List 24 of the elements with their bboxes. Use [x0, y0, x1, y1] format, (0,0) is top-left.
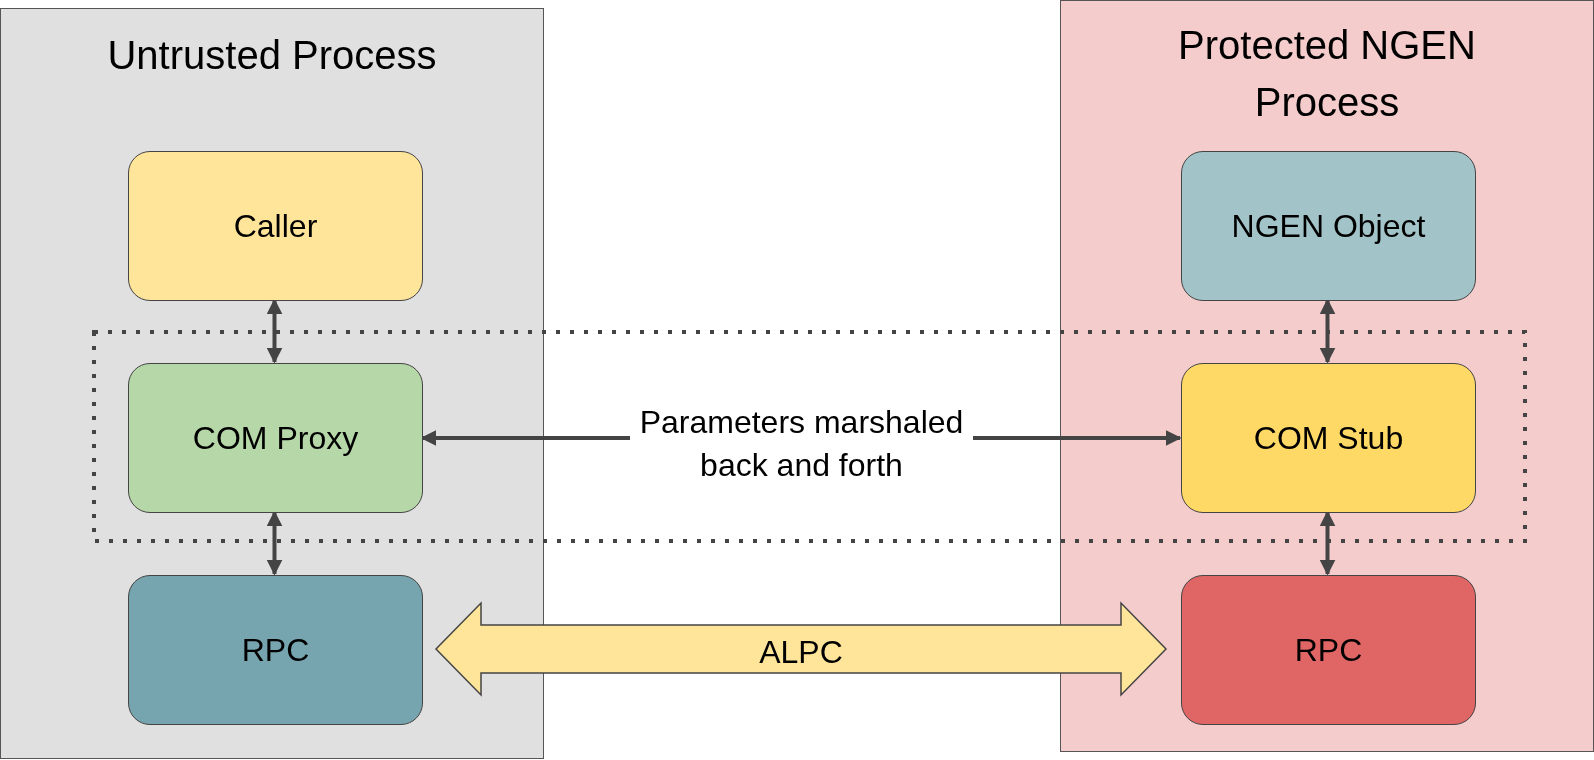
- arrow: [973, 430, 1182, 446]
- process-boundary: [0, 8, 544, 759]
- arrow: [1319, 298, 1336, 364]
- component-label: COM Stub: [1253, 419, 1404, 457]
- component-box: [1181, 363, 1476, 513]
- component-box: [1181, 151, 1476, 301]
- component-box: [128, 363, 423, 513]
- arrow: [266, 510, 283, 576]
- annotation-text: Parameters marshaled back and forth: [630, 384, 973, 504]
- boundary-title: Untrusted Process: [106, 32, 438, 79]
- component-box: [128, 575, 423, 725]
- boundary-title: Protected NGEN Process: [1177, 22, 1477, 126]
- arrow: [266, 298, 283, 364]
- process-boundary: [1060, 0, 1594, 752]
- component-box: [1181, 575, 1476, 725]
- component-label: RPC: [241, 631, 310, 669]
- component-box: [128, 151, 423, 301]
- arrow: [1319, 510, 1336, 576]
- component-label: COM Proxy: [192, 419, 359, 457]
- component-label: NGEN Object: [1231, 207, 1426, 245]
- arrow: [420, 430, 630, 446]
- component-label: Caller: [233, 207, 318, 245]
- double-block-arrow: [434, 601, 1168, 697]
- component-label: RPC: [1294, 631, 1363, 669]
